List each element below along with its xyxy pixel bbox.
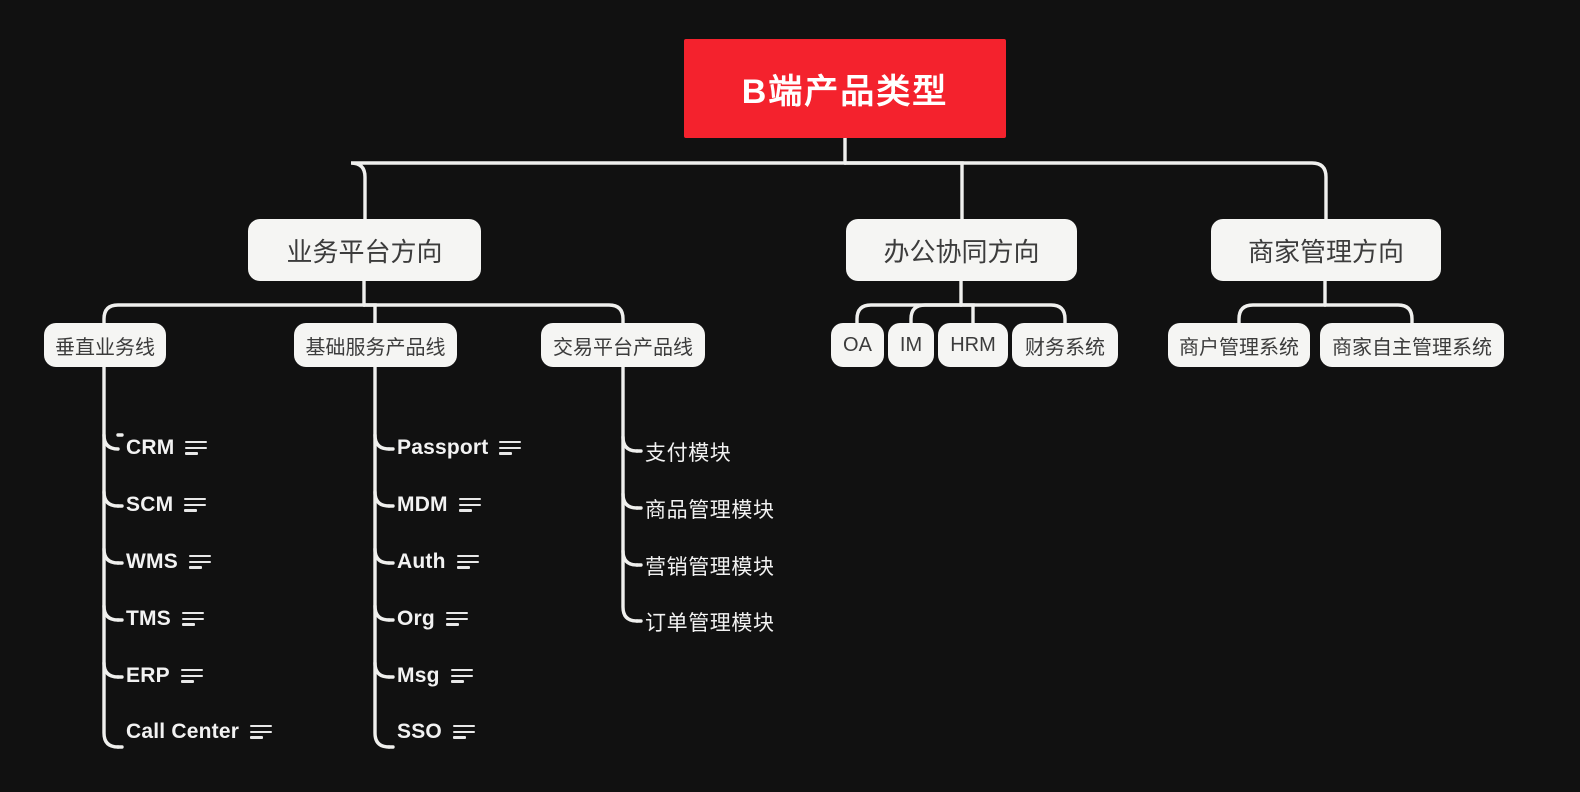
leaf-label: Call Center (126, 720, 240, 743)
leaf-item[interactable]: SSO (397, 720, 475, 744)
leaf-item[interactable]: Passport (397, 436, 522, 460)
leaf-item[interactable]: WMS (126, 550, 211, 574)
leaf-label: SCM (126, 493, 174, 516)
leaf-item[interactable]: CRM (126, 436, 208, 460)
subnode-transaction-platform-product-line[interactable]: 交易平台产品线 (541, 323, 705, 367)
leaf-item[interactable]: TMS (126, 607, 204, 631)
leaf-label: WMS (126, 550, 178, 573)
subnode-oa[interactable]: OA (831, 323, 884, 367)
leaf-label: 订单管理模块 (645, 612, 775, 635)
leaf-label: 支付模块 (645, 442, 732, 465)
leaf-item[interactable]: Org (397, 607, 468, 631)
leaf-label: MDM (397, 493, 448, 516)
branch-node-merchant-management[interactable]: 商家管理方向 (1211, 219, 1441, 281)
note-lines-icon (180, 668, 203, 684)
leaf-item[interactable]: MDM (397, 493, 481, 517)
note-lines-icon (456, 554, 479, 570)
note-lines-icon (445, 611, 468, 627)
note-lines-icon (181, 611, 204, 627)
leaf-label: CRM (126, 436, 175, 459)
leaf-item[interactable]: 营销管理模块 (645, 551, 775, 581)
note-lines-icon (458, 497, 481, 513)
leaf-item[interactable]: 商品管理模块 (645, 494, 775, 524)
leaf-label: Org (397, 607, 435, 630)
leaf-label: 营销管理模块 (645, 556, 775, 579)
subnode-merchant-self-service-system[interactable]: 商家自主管理系统 (1320, 323, 1504, 367)
leaf-label: Passport (397, 436, 489, 459)
leaf-item[interactable]: Auth (397, 550, 479, 574)
note-lines-icon (499, 440, 522, 456)
leaf-item[interactable]: Msg (397, 664, 473, 688)
leaf-label: Msg (397, 664, 440, 687)
note-lines-icon (188, 554, 211, 570)
leaf-label: SSO (397, 720, 442, 743)
leaf-label: 商品管理模块 (645, 499, 775, 522)
leaf-label: Auth (397, 550, 446, 573)
branch-node-business-platform[interactable]: 业务平台方向 (248, 219, 481, 281)
note-lines-icon (185, 440, 208, 456)
leaf-label: TMS (126, 607, 171, 630)
branch-node-office-collaboration[interactable]: 办公协同方向 (846, 219, 1077, 281)
root-node[interactable]: B端产品类型 (684, 39, 1006, 138)
leaf-label: ERP (126, 664, 170, 687)
note-lines-icon (250, 724, 273, 740)
note-lines-icon (450, 668, 473, 684)
leaf-item[interactable]: SCM (126, 493, 207, 517)
subnode-vertical-business-line[interactable]: 垂直业务线 (44, 323, 166, 367)
leaf-item[interactable]: 订单管理模块 (645, 607, 775, 637)
subnode-merchant-admin-system[interactable]: 商户管理系统 (1168, 323, 1310, 367)
note-lines-icon (184, 497, 207, 513)
subnode-basic-service-product-line[interactable]: 基础服务产品线 (294, 323, 457, 367)
subnode-finance-system[interactable]: 财务系统 (1012, 323, 1118, 367)
note-lines-icon (452, 724, 475, 740)
leaf-item[interactable]: Call Center (126, 720, 273, 744)
leaf-item[interactable]: ERP (126, 664, 203, 688)
leaf-item[interactable]: 支付模块 (645, 437, 731, 467)
subnode-hrm[interactable]: HRM (938, 323, 1008, 367)
subnode-im[interactable]: IM (888, 323, 934, 367)
